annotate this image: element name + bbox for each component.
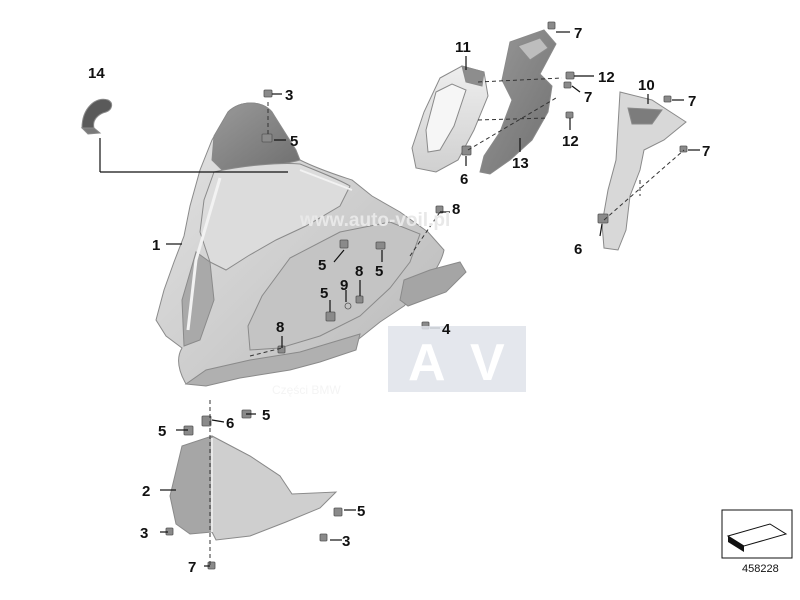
- watermark-logo-box: [388, 326, 526, 392]
- watermark: www.auto-voil.pl A V Części BMW: [272, 210, 526, 397]
- callout-6: 6: [226, 415, 234, 432]
- callout-4: 4: [442, 321, 451, 338]
- callout-8: 8: [276, 319, 284, 336]
- callout-5: 5: [320, 285, 328, 302]
- part-13-bracket: [479, 29, 557, 175]
- callout-5: 5: [375, 263, 383, 280]
- callout-9: 9: [340, 277, 348, 294]
- part-14-seal-strip: [80, 98, 113, 135]
- callout-3: 3: [140, 525, 148, 542]
- callout-14: 14: [88, 65, 105, 82]
- callout-8: 8: [452, 201, 460, 218]
- callout-6: 6: [460, 171, 468, 188]
- callout-5: 5: [262, 407, 270, 424]
- callout-6: 6: [574, 241, 582, 258]
- part-11-headlight: [411, 65, 489, 173]
- callout-10: 10: [638, 77, 655, 94]
- callout-7: 7: [584, 89, 592, 106]
- callout-8: 8: [355, 263, 363, 280]
- callout-7: 7: [702, 143, 710, 160]
- reference-symbol-edge: [728, 536, 744, 552]
- part-10-side-bracket: [601, 91, 687, 251]
- callout-3: 3: [285, 87, 293, 104]
- diagram-number: 458228: [742, 563, 779, 575]
- callout-5: 5: [357, 503, 365, 520]
- callout-2: 2: [142, 483, 150, 500]
- watermark-url: www.auto-voil.pl: [299, 210, 450, 231]
- watermark-logo-a: A: [408, 334, 446, 392]
- callout-12: 12: [598, 69, 615, 86]
- callout-3: 3: [342, 533, 350, 550]
- part-1-front-fairing: [155, 102, 467, 387]
- watermark-logo-v: V: [470, 334, 505, 392]
- callout-5: 5: [290, 133, 298, 150]
- callout-5: 5: [318, 257, 326, 274]
- part-2-lower-spoiler: [169, 435, 338, 541]
- callout-7: 7: [574, 25, 582, 42]
- diagram-reference: 458228: [721, 509, 793, 575]
- callout-7: 7: [688, 93, 696, 110]
- callout-7: 7: [188, 559, 196, 576]
- watermark-caption: Części BMW: [272, 383, 341, 397]
- assembly-lines: [209, 77, 685, 568]
- callout-11: 11: [455, 39, 471, 56]
- callout-13: 13: [512, 155, 529, 172]
- hardware-fasteners: [165, 21, 688, 570]
- callout-12: 12: [562, 133, 579, 150]
- callout-1: 1: [152, 237, 160, 254]
- callout-5: 5: [158, 423, 166, 440]
- callout-labels: 14 3 5 1 11 7 12 7 10 7 12 6 13 7 8 6 5 …: [88, 25, 710, 576]
- leader-lines: [99, 31, 700, 567]
